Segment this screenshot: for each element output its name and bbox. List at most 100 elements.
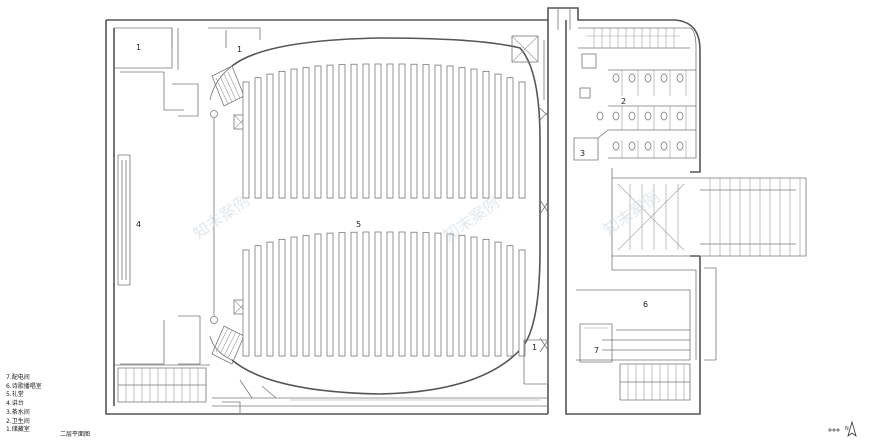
seat-row [494,73,502,199]
seat-rows-lower [242,231,526,357]
seat-row [338,232,346,357]
seat-row [482,70,490,199]
seat-row [266,73,274,199]
toilet-fixture [628,111,636,121]
toilet-fixture [644,111,652,121]
outer-walls [105,7,701,415]
electrical-room [579,323,613,363]
seat-row [326,232,334,357]
seat-row [410,231,418,357]
legend-item: 1.储藏室 [6,426,30,434]
north-arrow-icon: N [828,420,857,438]
seat-row [362,231,370,357]
east-corridor [523,40,549,385]
room-label-1b: 1 [237,45,242,54]
room-labels: 1 1 1 2 3 4 5 6 7 [136,43,648,355]
seat-row [266,241,274,357]
seat-row [518,81,526,199]
room-label-4: 4 [136,220,141,229]
stage-area [114,154,210,366]
legend-item: 5.礼堂 [6,391,24,399]
restroom-block [578,27,697,159]
seat-row [290,68,298,199]
toilet-fixture [660,141,668,151]
seat-row [506,77,514,199]
legend: 7.配电间 6.诗歌播唱室 5.礼堂 4.讲台 3.茶水间 2.卫生间 1.储藏… [6,374,42,435]
plan-title: 二层平面图 [60,431,91,438]
seat-row [254,77,262,199]
seat-row [470,236,478,357]
toilet-fixture [644,73,652,83]
seat-row [494,241,502,357]
legend-item: 4.讲台 [6,400,24,408]
toilet-fixture [676,141,684,151]
seat-row [422,232,430,357]
seat-row [422,64,430,199]
seat-row [362,63,370,199]
north-label: N [845,426,849,432]
stair-bottom-left [117,367,207,403]
east-exterior-stairs [611,168,807,361]
seat-row [470,68,478,199]
seat-row [446,65,454,199]
room-label-7: 7 [594,346,599,355]
toilet-fixture [612,111,620,121]
south-corridor [212,379,548,414]
storage-room-top [208,27,261,48]
auditorium-hall [209,37,541,395]
seat-row [326,64,334,199]
seat-rows-upper [242,63,526,199]
seat-row [242,249,250,357]
toilet-fixture [676,73,684,83]
seat-row [398,231,406,357]
seat-row [350,63,358,199]
hall-entry-stairs-top [211,65,245,107]
seat-row [386,63,394,199]
seat-row [278,70,286,199]
toilet-fixture [596,111,604,121]
legend-item: 6.诗歌播唱室 [6,382,42,390]
room-label-2: 2 [621,97,626,106]
seat-row [434,64,442,199]
toilet-fixture [676,111,684,121]
room-label-1c: 1 [532,343,537,352]
toilet-fixture [612,73,620,83]
watermark-1: 知末案例 [190,191,253,243]
seat-row [398,63,406,199]
seat-row [410,63,418,199]
room-label-6: 6 [643,300,648,309]
storage-room-left [114,27,199,117]
watermark-3: 知末案例 [600,187,663,239]
toilet-fixture [628,141,636,151]
legend-item: 3.茶水间 [6,408,30,416]
toilet-fixture [628,73,636,83]
seat-row [302,66,310,199]
seat-row [350,231,358,357]
toilet-fixture [660,73,668,83]
toilet-fixture [612,141,620,151]
seat-row [302,234,310,357]
toilet-fixtures [596,73,684,151]
elevator-shaft [511,35,539,63]
seat-row [482,238,490,357]
seat-row [338,64,346,199]
seat-row [290,236,298,357]
room-label-1a: 1 [136,43,141,52]
seat-row [374,63,382,199]
seat-row [458,66,466,199]
seat-row [374,231,382,357]
seat-row [506,245,514,357]
tea-room [573,129,609,161]
recital-room [576,289,691,361]
seat-row [242,81,250,199]
seat-row [446,233,454,357]
seat-row [386,231,394,357]
seat-row [458,234,466,357]
seat-row [314,233,322,357]
seat-row [314,65,322,199]
toilet-fixture [660,111,668,121]
seat-row [278,238,286,357]
seat-row [254,245,262,357]
room-label-3: 3 [580,149,585,158]
